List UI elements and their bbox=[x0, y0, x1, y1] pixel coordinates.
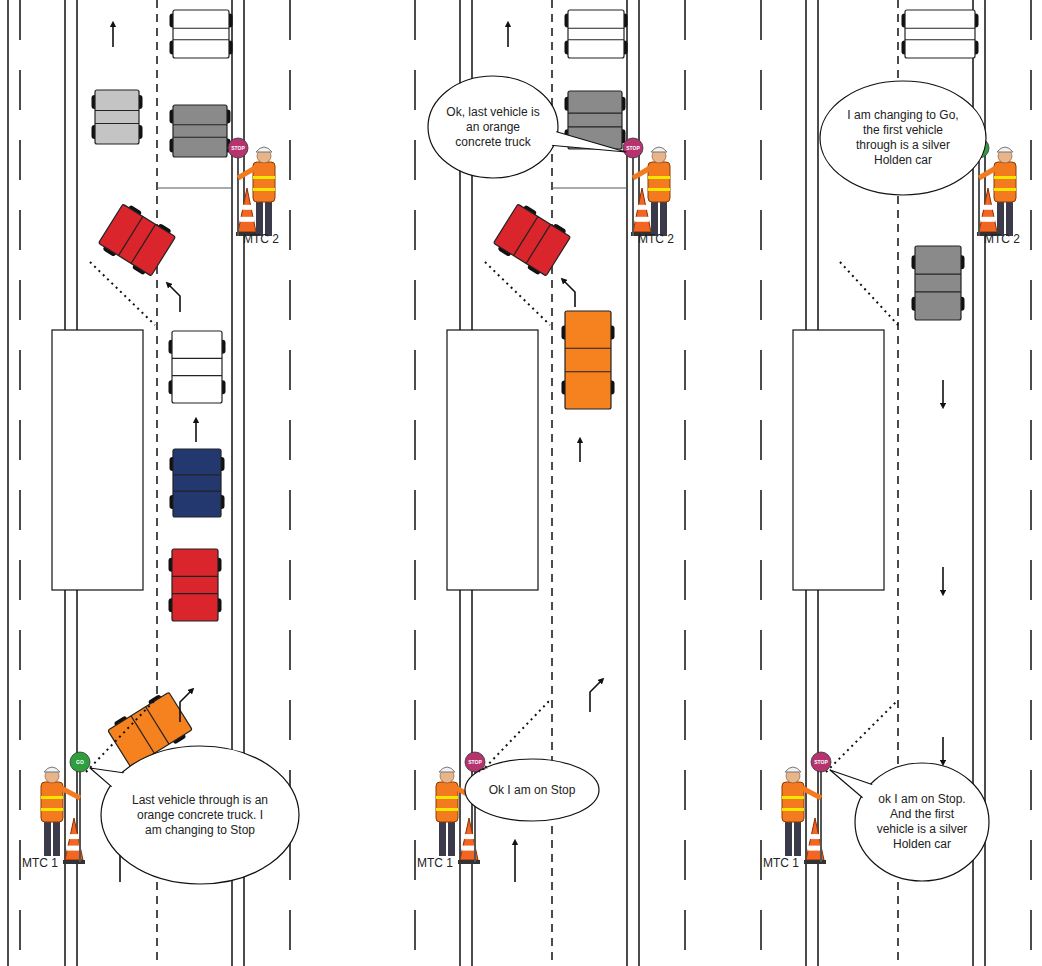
vehicle bbox=[912, 246, 965, 320]
outer-road-line bbox=[760, 0, 762, 966]
direction-arrow bbox=[195, 420, 197, 442]
stop-line bbox=[552, 188, 627, 189]
vehicle bbox=[169, 549, 222, 621]
controller-label: MTC 2 bbox=[638, 232, 674, 246]
speech-bubble: ok I am on Stop. And the first vehicle i… bbox=[854, 762, 990, 882]
vehicle bbox=[170, 449, 225, 517]
bubble-text: I am changing to Go, the first vehicle t… bbox=[843, 108, 964, 168]
vehicle bbox=[97, 201, 178, 279]
sign-text: GO bbox=[76, 760, 84, 765]
direction-arrow bbox=[180, 690, 192, 722]
direction-arrow bbox=[942, 380, 944, 406]
work-area bbox=[52, 330, 143, 590]
outer-road-line bbox=[414, 0, 416, 966]
outer-road-line bbox=[684, 0, 686, 966]
sight-line bbox=[485, 262, 550, 325]
direction-arrow bbox=[579, 440, 581, 462]
traffic-cone bbox=[63, 818, 85, 864]
vehicle bbox=[169, 331, 226, 403]
controller-label: MTC 1 bbox=[763, 856, 799, 870]
speech-bubble: Ok, last vehicle is an orange concrete t… bbox=[427, 75, 559, 179]
direction-arrow bbox=[563, 280, 575, 307]
stop-line bbox=[157, 188, 232, 189]
speech-bubble: Ok I am on Stop bbox=[464, 758, 600, 822]
frame-line bbox=[7, 0, 9, 966]
controller-label: MTC 1 bbox=[22, 856, 58, 870]
controller-label: MTC 2 bbox=[984, 232, 1020, 246]
sign-text: STOP bbox=[626, 146, 640, 151]
traffic-controller bbox=[782, 767, 821, 862]
direction-arrow bbox=[112, 24, 114, 47]
speech-bubble: I am changing to Go, the first vehicle t… bbox=[819, 80, 987, 196]
sign-text: STOP bbox=[231, 146, 245, 151]
direction-arrow bbox=[942, 737, 944, 763]
outer-road-line bbox=[1030, 0, 1032, 966]
bubble-text: Ok, last vehicle is an orange concrete t… bbox=[446, 105, 541, 150]
vehicle bbox=[492, 201, 573, 279]
traffic-controller bbox=[633, 147, 670, 236]
traffic-controller bbox=[979, 147, 1016, 236]
speech-bubble: Last vehicle through is an orange concre… bbox=[100, 745, 300, 885]
bubble-text: Ok I am on Stop bbox=[483, 783, 581, 798]
stop-sign bbox=[811, 752, 831, 772]
vehicle bbox=[562, 311, 615, 409]
sign-text: STOP bbox=[814, 760, 828, 765]
stop-sign bbox=[228, 138, 248, 158]
direction-arrow bbox=[507, 24, 509, 47]
traffic-cone bbox=[458, 818, 480, 864]
work-area bbox=[447, 330, 538, 590]
sign-text: STOP bbox=[468, 760, 482, 765]
bubble-text: Last vehicle through is an orange concre… bbox=[128, 793, 272, 838]
traffic-cone bbox=[804, 818, 826, 864]
sight-line bbox=[826, 700, 898, 772]
traffic-controller bbox=[41, 767, 80, 862]
direction-arrow bbox=[168, 284, 180, 312]
work-area bbox=[793, 330, 884, 590]
vehicle bbox=[902, 10, 979, 58]
bubble-text: ok I am on Stop. And the first vehicle i… bbox=[873, 792, 971, 852]
vehicle bbox=[170, 10, 233, 58]
sight-line bbox=[90, 262, 155, 325]
stop-sign bbox=[623, 138, 643, 158]
sight-line bbox=[840, 262, 898, 325]
direction-arrow bbox=[514, 842, 516, 882]
direction-arrow bbox=[590, 680, 602, 712]
vehicle bbox=[170, 105, 231, 157]
vehicle bbox=[565, 10, 628, 58]
outer-road-line bbox=[19, 0, 21, 966]
controller-label: MTC 2 bbox=[243, 232, 279, 246]
direction-arrow bbox=[942, 567, 944, 593]
go-sign bbox=[70, 752, 90, 772]
traffic-controller bbox=[238, 147, 275, 236]
controller-label: MTC 1 bbox=[417, 856, 453, 870]
vehicle bbox=[92, 90, 143, 144]
